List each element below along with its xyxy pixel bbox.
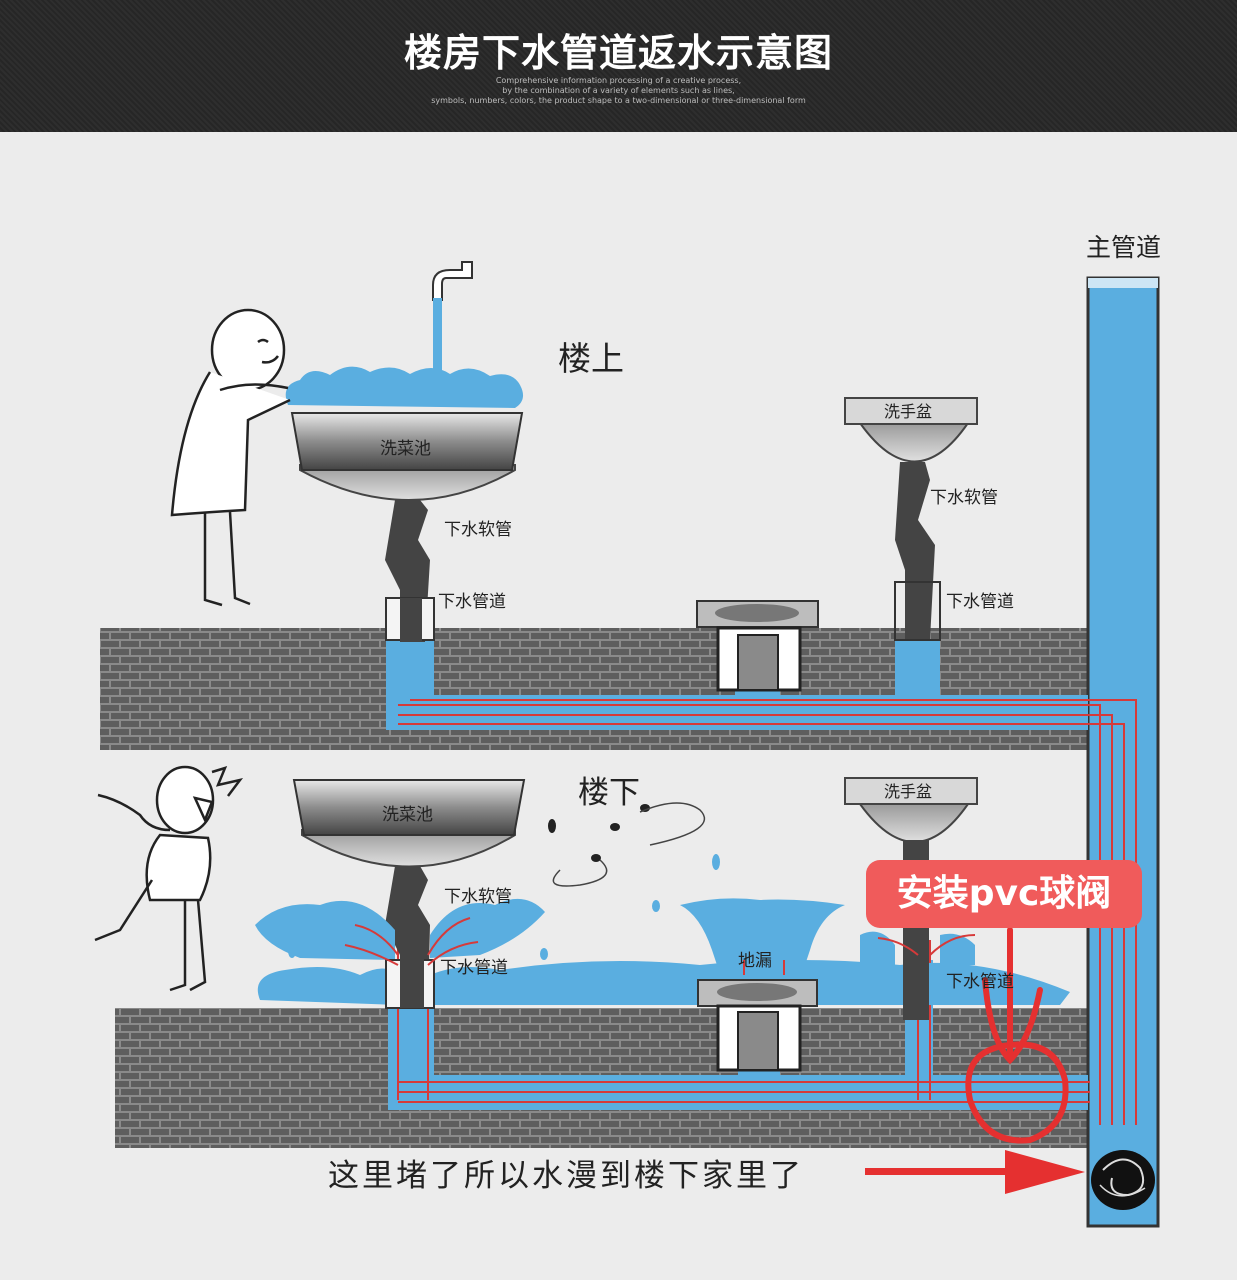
upper-floor-drain <box>696 600 819 692</box>
insects-icon <box>548 804 650 862</box>
faucet-icon <box>432 261 473 370</box>
flood-water <box>255 854 1070 1005</box>
floor-drain-label: 地漏 <box>738 951 772 971</box>
upper-wash-basin-label: 洗手盆 <box>884 402 932 421</box>
insect-trail <box>552 802 706 887</box>
upper-drain-hose-label-left: 下水软管 <box>444 520 512 540</box>
main-pipe-label: 主管道 <box>1086 233 1161 262</box>
lower-drain-pipe-label-right: 下水管道 <box>946 972 1014 992</box>
lower-wash-basin-label: 洗手盆 <box>884 782 932 801</box>
subtitle-line-3: symbols, numbers, colors, the product sh… <box>431 96 806 105</box>
lower-floor-drain <box>697 960 818 1072</box>
overflowing-water <box>285 366 524 408</box>
backflow-arrows <box>344 917 976 966</box>
upper-floor-slab <box>100 628 1090 750</box>
upper-kitchen-sink-label: 洗菜池 <box>380 439 431 459</box>
valve-location-mark <box>965 927 1069 1144</box>
upstairs-person-icon <box>170 308 291 607</box>
upper-drain-pipe-label-right: 下水管道 <box>946 592 1014 612</box>
lower-kitchen-sink <box>292 779 526 1005</box>
lower-drain-hose-label: 下水软管 <box>444 887 512 907</box>
blockage-arrow <box>865 1150 1085 1194</box>
upper-drain-pipe-label-left: 下水管道 <box>438 592 506 612</box>
upper-wash-basin <box>844 397 978 641</box>
downstairs-person-icon <box>94 765 244 992</box>
page-title: 楼房下水管道返水示意图 <box>403 31 833 75</box>
header-bar: 楼房下水管道返水示意图 Comprehensive information pr… <box>0 0 1237 132</box>
upstairs-label: 楼上 <box>558 339 624 378</box>
upper-drain-hose-label-right: 下水软管 <box>930 488 998 508</box>
blockage-caption: 这里堵了所以水漫到楼下家里了 <box>328 1158 804 1194</box>
install-valve-callout: 安装pvc球阀 <box>866 860 1142 928</box>
lower-kitchen-sink-label: 洗菜池 <box>382 805 433 825</box>
downstairs-label: 楼下 <box>578 775 640 811</box>
subtitle-line-2: by the combination of a variety of eleme… <box>502 86 735 95</box>
upper-kitchen-sink <box>290 412 524 642</box>
blockage-icon <box>1091 1150 1155 1210</box>
subtitle-line-1: Comprehensive information processing of … <box>495 76 742 85</box>
lower-drain-pipe-label-left: 下水管道 <box>440 958 508 978</box>
